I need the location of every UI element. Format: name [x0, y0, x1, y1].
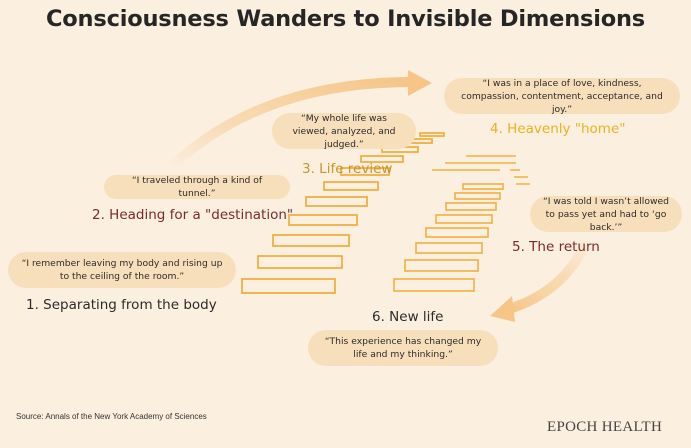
- brand-logo: EPOCH HEALTH: [547, 419, 663, 435]
- step-label-2: 2. Heading for a "destination": [92, 207, 294, 223]
- stairs-platform: [432, 155, 530, 185]
- quote-bubble-step-6: “This experience has changed my life and…: [308, 330, 498, 366]
- page-title: Consciousness Wanders to Invisible Dimen…: [45, 6, 646, 32]
- quote-bubble-step-1: “I remember leaving my body and rising u…: [8, 252, 236, 288]
- stairs-down: [393, 183, 504, 292]
- stairs-up: [241, 132, 445, 294]
- arrow-down-curve: [501, 233, 593, 315]
- step-label-5: 5. The return: [512, 239, 600, 255]
- step-label-3: 3. Life review: [302, 161, 393, 177]
- quote-bubble-step-2: “I traveled through a kind of tunnel.”: [104, 175, 290, 199]
- quote-bubble-step-4: “I was in a place of love, kindness, com…: [444, 78, 680, 115]
- arrow-up-head: [408, 70, 432, 96]
- source-credit: Source: Annals of the New York Academy o…: [16, 412, 207, 421]
- quote-bubble-step-5: “I was told I wasn’t allowed to pass yet…: [530, 196, 682, 233]
- arrow-down-head: [490, 296, 515, 322]
- step-label-1: 1. Separating from the body: [26, 297, 217, 313]
- quote-bubble-step-3: “My whole life was viewed, analyzed, and…: [272, 113, 416, 150]
- step-label-6: 6. New life: [372, 309, 444, 325]
- arrow-up-curve: [165, 77, 417, 173]
- step-label-4: 4. Heavenly "home": [490, 121, 626, 137]
